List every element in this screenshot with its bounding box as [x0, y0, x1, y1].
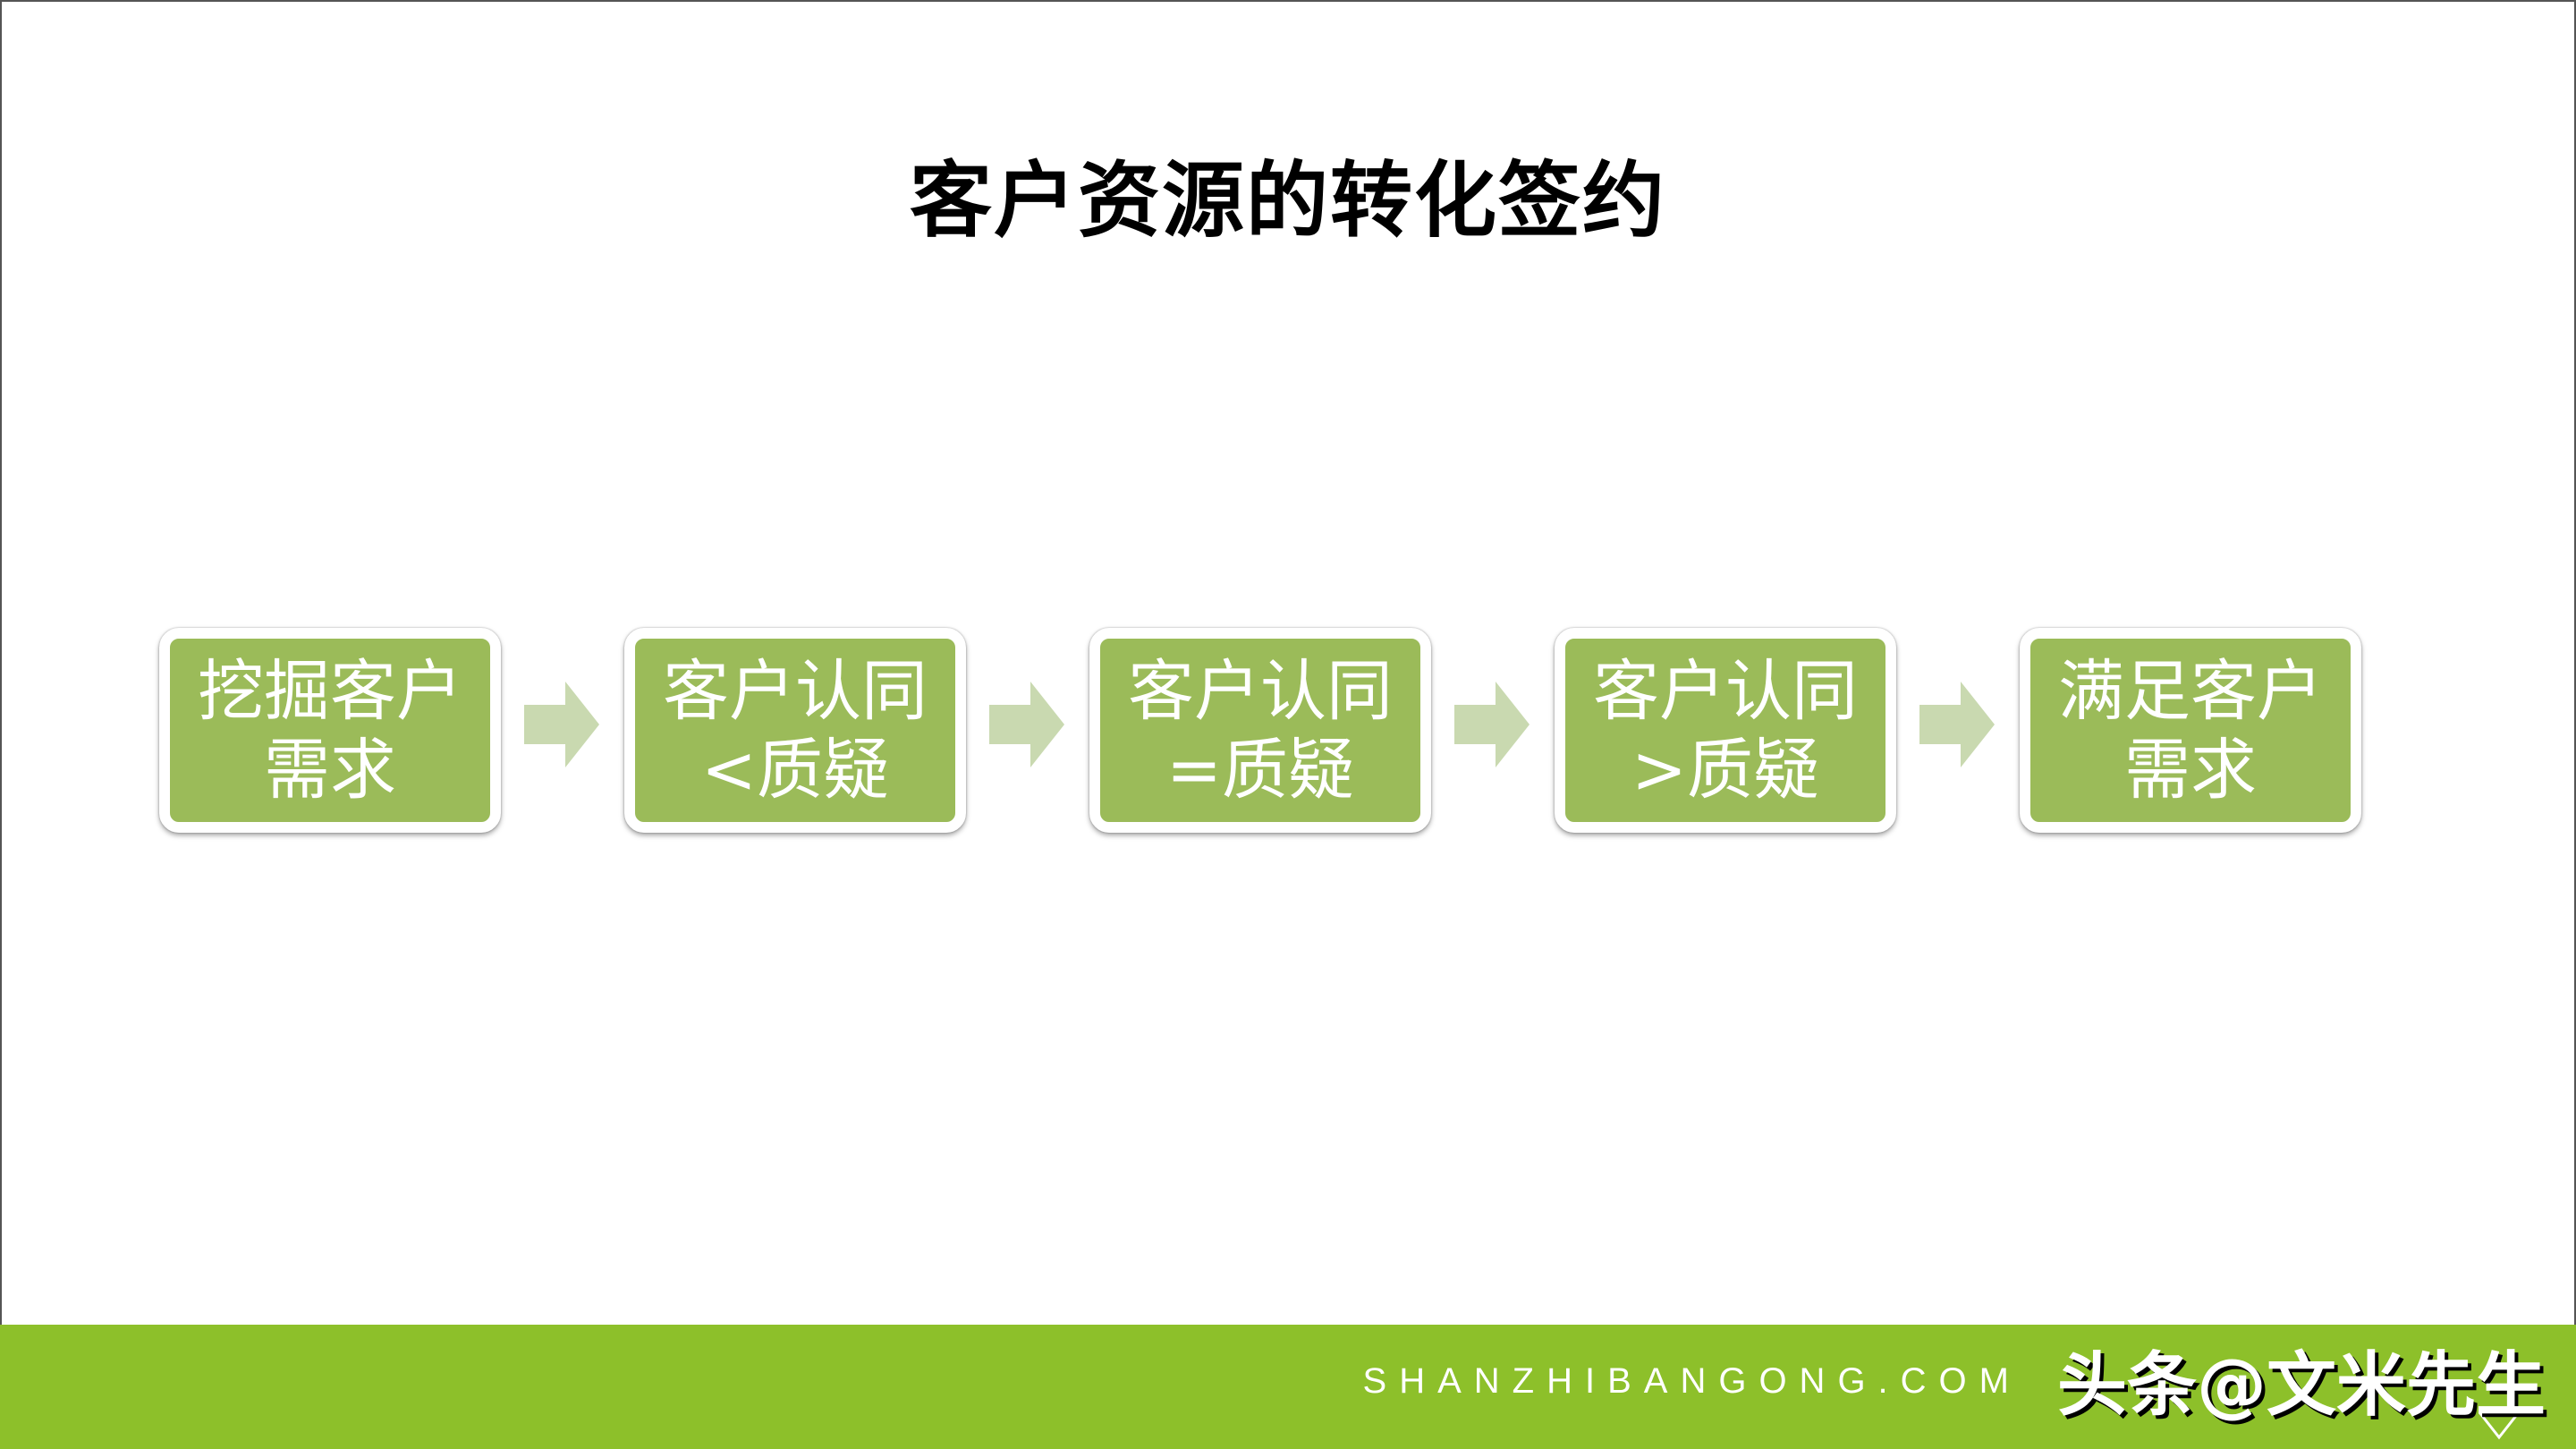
step-line-1: 客户认同 — [663, 652, 928, 730]
footer-site-text: SHANZHIBANGONG.COM — [1362, 1361, 2021, 1401]
step-box-4: 客户认同>质疑 — [1555, 628, 1896, 833]
slide-title: 客户资源的转化签约 — [909, 153, 1666, 249]
step-box-3: 客户认同=质疑 — [1089, 628, 1431, 833]
step-line-2: =质疑 — [1165, 731, 1354, 809]
step-box-1: 挖掘客户需求 — [159, 628, 501, 833]
arrow-right-icon — [1919, 682, 1995, 767]
arrow-right-icon — [524, 682, 599, 767]
step-box-5: 满足客户需求 — [2020, 628, 2361, 833]
arrow-right-icon — [1454, 682, 1530, 767]
arrow-right-icon — [989, 682, 1064, 767]
step-line-1: 满足客户 — [2058, 652, 2323, 730]
step-box-2: 客户认同<质疑 — [624, 628, 966, 833]
step-line-1: 客户认同 — [1128, 652, 1393, 730]
step-line-1: 挖掘客户 — [198, 652, 462, 730]
step-line-1: 客户认同 — [1593, 652, 1858, 730]
step-line-2: 需求 — [264, 731, 396, 809]
step-line-2: <质疑 — [700, 731, 889, 809]
watermark: 头条@文米先生 — [2057, 1345, 2546, 1426]
chevron-down-icon — [2478, 1411, 2521, 1440]
step-line-2: 需求 — [2124, 731, 2257, 809]
step-line-2: >质疑 — [1631, 731, 1819, 809]
footer-bar — [0, 1325, 2576, 1449]
